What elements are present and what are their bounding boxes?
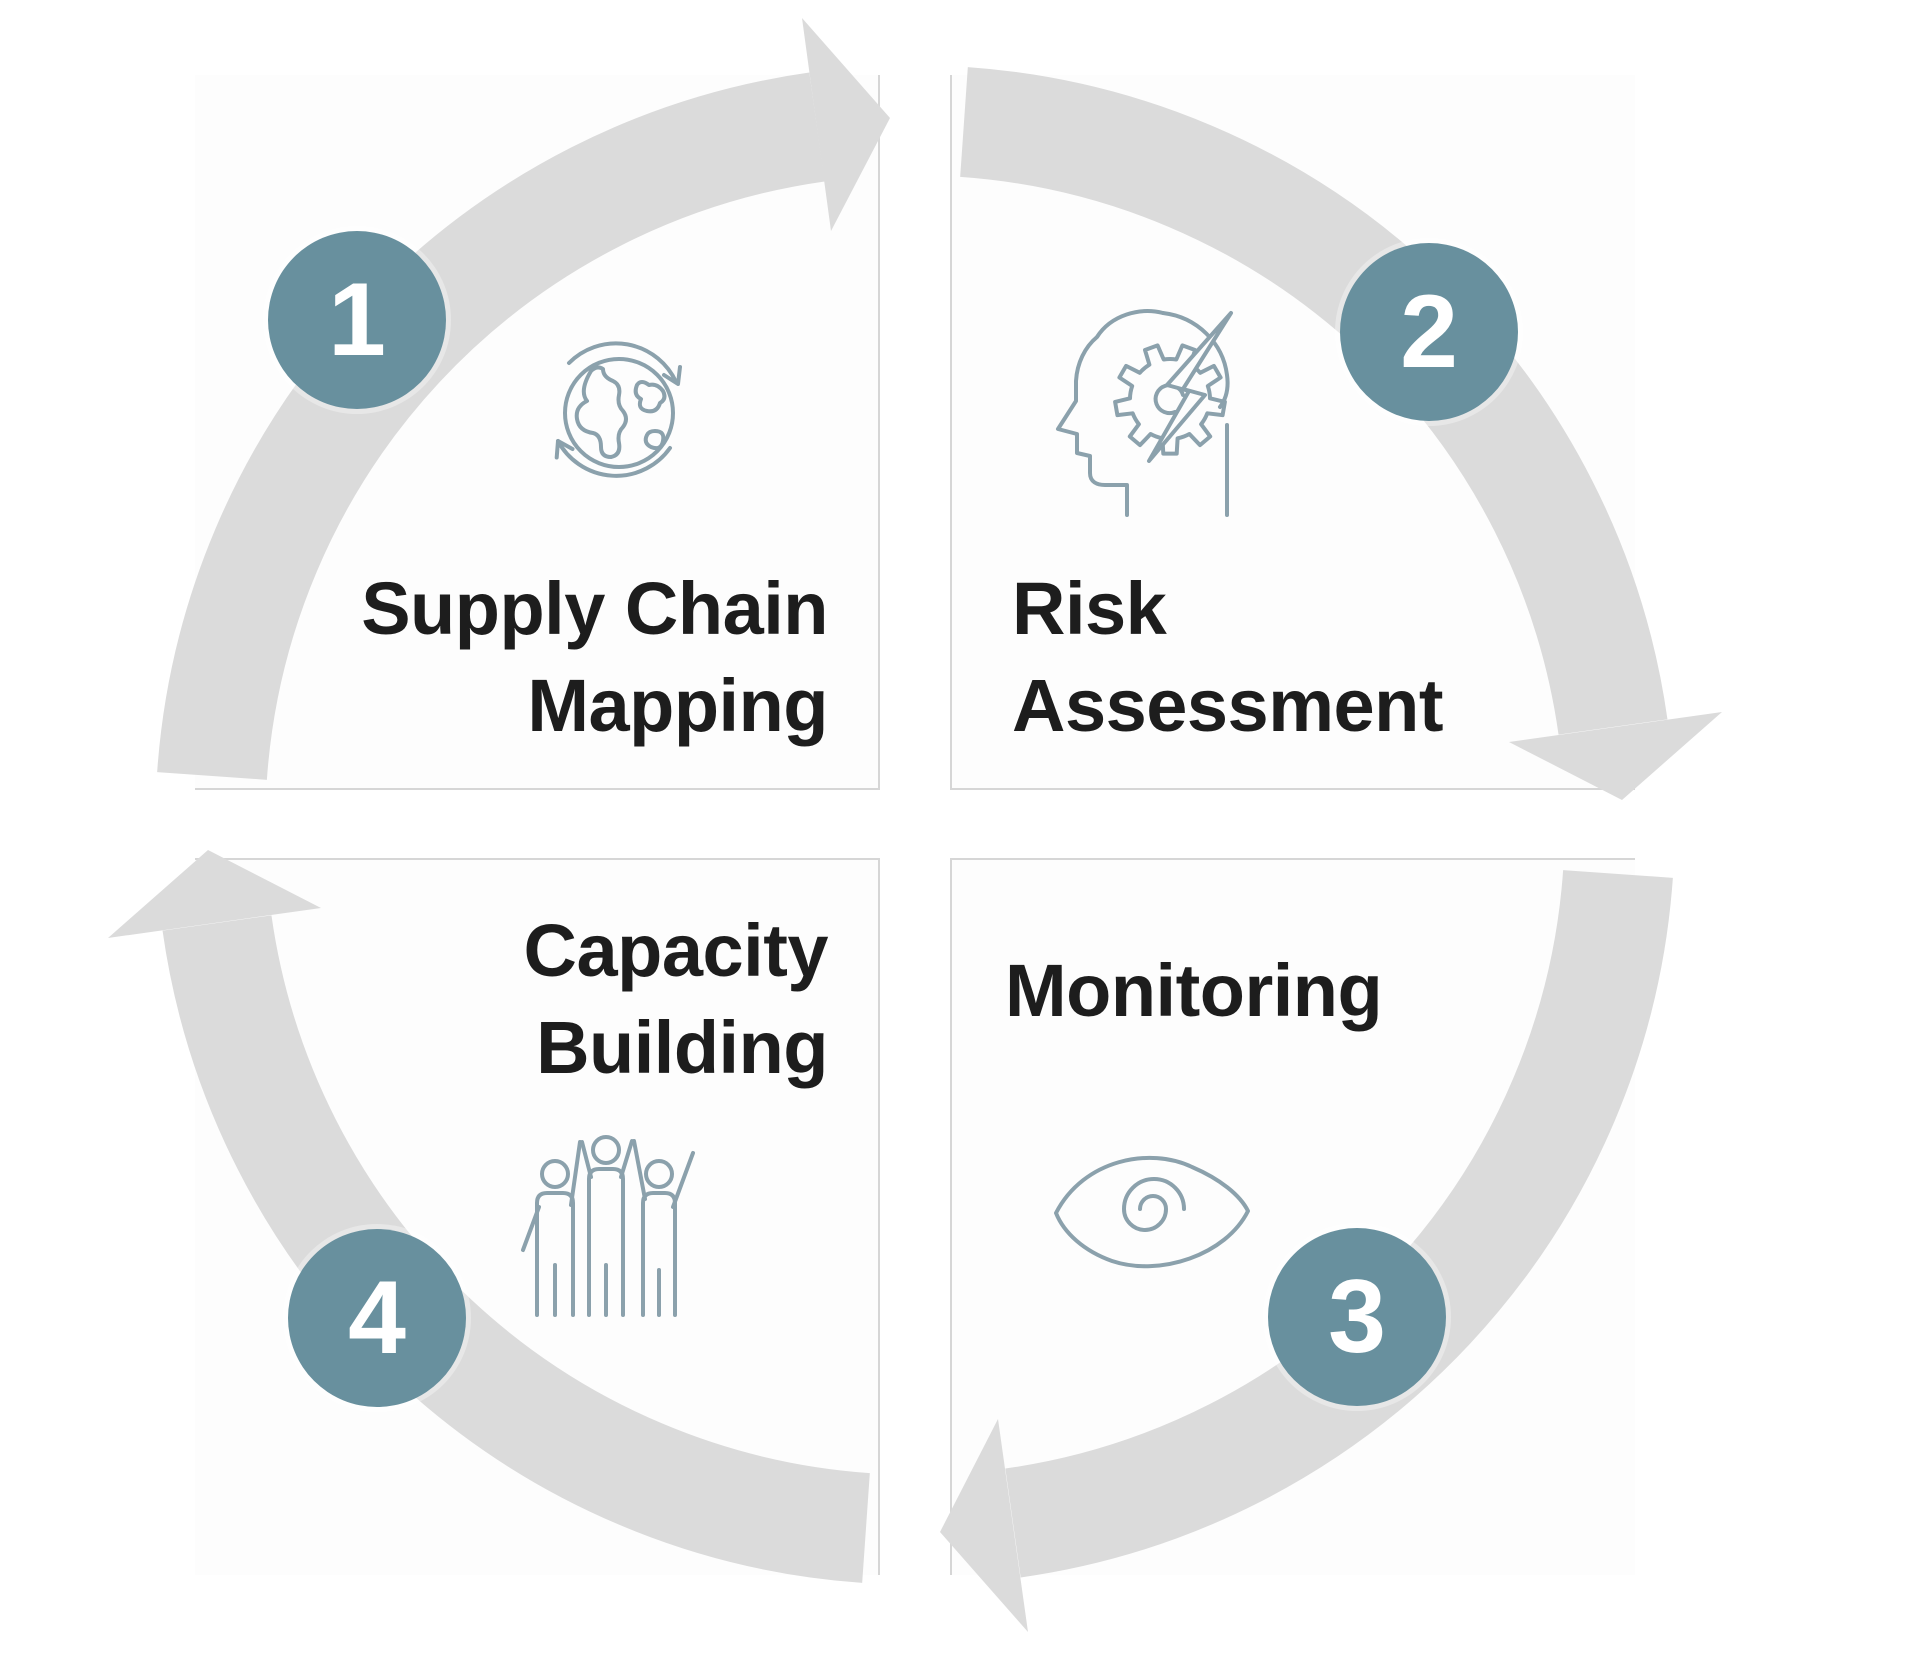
step-badge-2: 2 xyxy=(1340,243,1518,421)
title-line: Assessment xyxy=(1012,664,1444,747)
quadrant-card-risk-assessment: Risk Assessment xyxy=(950,75,1635,790)
eye-icon xyxy=(1054,1155,1250,1269)
title-line: Monitoring xyxy=(1005,949,1383,1032)
title-line: Capacity xyxy=(523,909,829,992)
title-line: Risk xyxy=(1012,567,1167,650)
title-line: Mapping xyxy=(527,664,828,747)
step-title-risk-assessment: Risk Assessment xyxy=(1012,560,1444,754)
step-number: 2 xyxy=(1400,273,1458,390)
people-raised-arms-icon xyxy=(521,1135,695,1317)
step-number: 3 xyxy=(1328,1258,1386,1375)
quadrant-card-monitoring: Monitoring xyxy=(950,858,1635,1575)
step-badge-3: 3 xyxy=(1268,1228,1446,1406)
step-title-supply-chain-mapping: Supply Chain Mapping xyxy=(361,560,828,754)
quadrant-card-capacity-building: Capacity Building xyxy=(195,858,880,1575)
title-line: Supply Chain xyxy=(361,567,828,650)
head-gear-lightning-icon xyxy=(1056,309,1233,517)
step-badge-1: 1 xyxy=(268,231,446,409)
quadrant-card-supply-chain-mapping: Supply Chain Mapping xyxy=(195,75,880,790)
step-title-monitoring: Monitoring xyxy=(1005,942,1383,1039)
step-number: 4 xyxy=(348,1259,406,1376)
title-line: Building xyxy=(536,1006,828,1089)
globe-sync-icon xyxy=(554,341,682,478)
step-badge-4: 4 xyxy=(288,1229,466,1407)
step-number: 1 xyxy=(328,261,386,378)
step-title-capacity-building: Capacity Building xyxy=(523,902,829,1096)
